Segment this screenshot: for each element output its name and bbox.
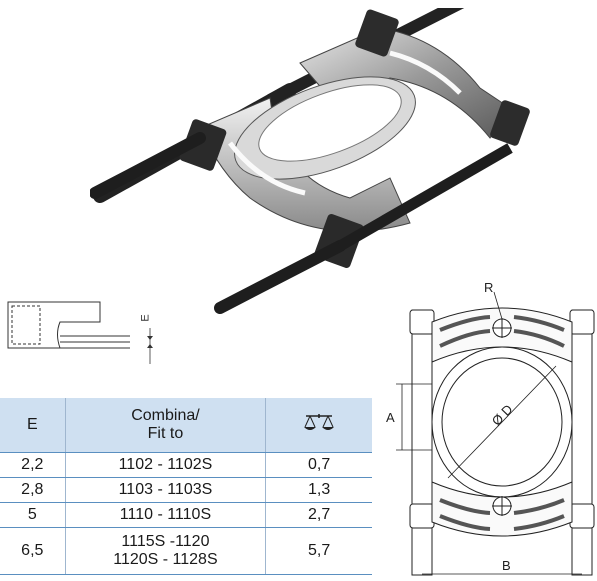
scale-icon bbox=[304, 413, 335, 430]
cell-fit: 1103 - 1103S bbox=[65, 477, 267, 503]
header-e: E bbox=[0, 398, 66, 453]
label-b: B bbox=[502, 558, 511, 573]
cell-fit-line-2: 1120S - 1128S bbox=[113, 551, 218, 568]
cell-fit: 1115S -1120 1120S - 1128S bbox=[65, 527, 267, 575]
cell-e: 6,5 bbox=[0, 527, 66, 575]
table-row: 5 1110 - 1110S 2,7 bbox=[0, 502, 372, 528]
dimension-lines bbox=[396, 291, 582, 575]
cell-fit-line-1: 1115S -1120 bbox=[121, 533, 210, 550]
cell-weight: 0,7 bbox=[265, 452, 372, 478]
table-row: 2,2 1102 - 1102S 0,7 bbox=[0, 452, 372, 478]
bearing-separator-photo bbox=[90, 8, 530, 314]
spec-table: E Combina/ Fit to 2,2 bbox=[0, 398, 372, 575]
cross-section-diagram: E bbox=[0, 292, 180, 387]
drawing-bolts bbox=[409, 309, 595, 576]
header-fit-to: Combina/ Fit to bbox=[65, 398, 267, 453]
cell-e: 5 bbox=[0, 502, 66, 528]
label-r: R bbox=[484, 282, 493, 295]
label-a: A bbox=[386, 410, 395, 425]
dimension-drawing: R A Ø D B bbox=[386, 282, 595, 576]
header-fit-line-1: Combina/ bbox=[131, 407, 200, 424]
header-weight bbox=[265, 398, 372, 453]
cell-fit: 1110 - 1110S bbox=[65, 502, 267, 528]
table-row: 6,5 1115S -1120 1120S - 1128S 5,7 bbox=[0, 527, 372, 575]
cell-weight: 2,7 bbox=[265, 502, 372, 528]
cell-fit: 1102 - 1102S bbox=[65, 452, 267, 478]
front-bolt bbox=[90, 132, 513, 314]
header-fit-line-2: Fit to bbox=[147, 425, 184, 442]
table-header-row: E Combina/ Fit to bbox=[0, 398, 372, 453]
cell-e: 2,2 bbox=[0, 452, 66, 478]
table-row: 2,8 1103 - 1103S 1,3 bbox=[0, 477, 372, 503]
drawing-jaws bbox=[431, 307, 573, 537]
section-label-e: E bbox=[139, 314, 152, 322]
cell-e: 2,8 bbox=[0, 477, 66, 503]
cell-weight: 5,7 bbox=[265, 527, 372, 575]
cell-weight: 1,3 bbox=[265, 477, 372, 503]
label-d: Ø D bbox=[489, 402, 516, 429]
